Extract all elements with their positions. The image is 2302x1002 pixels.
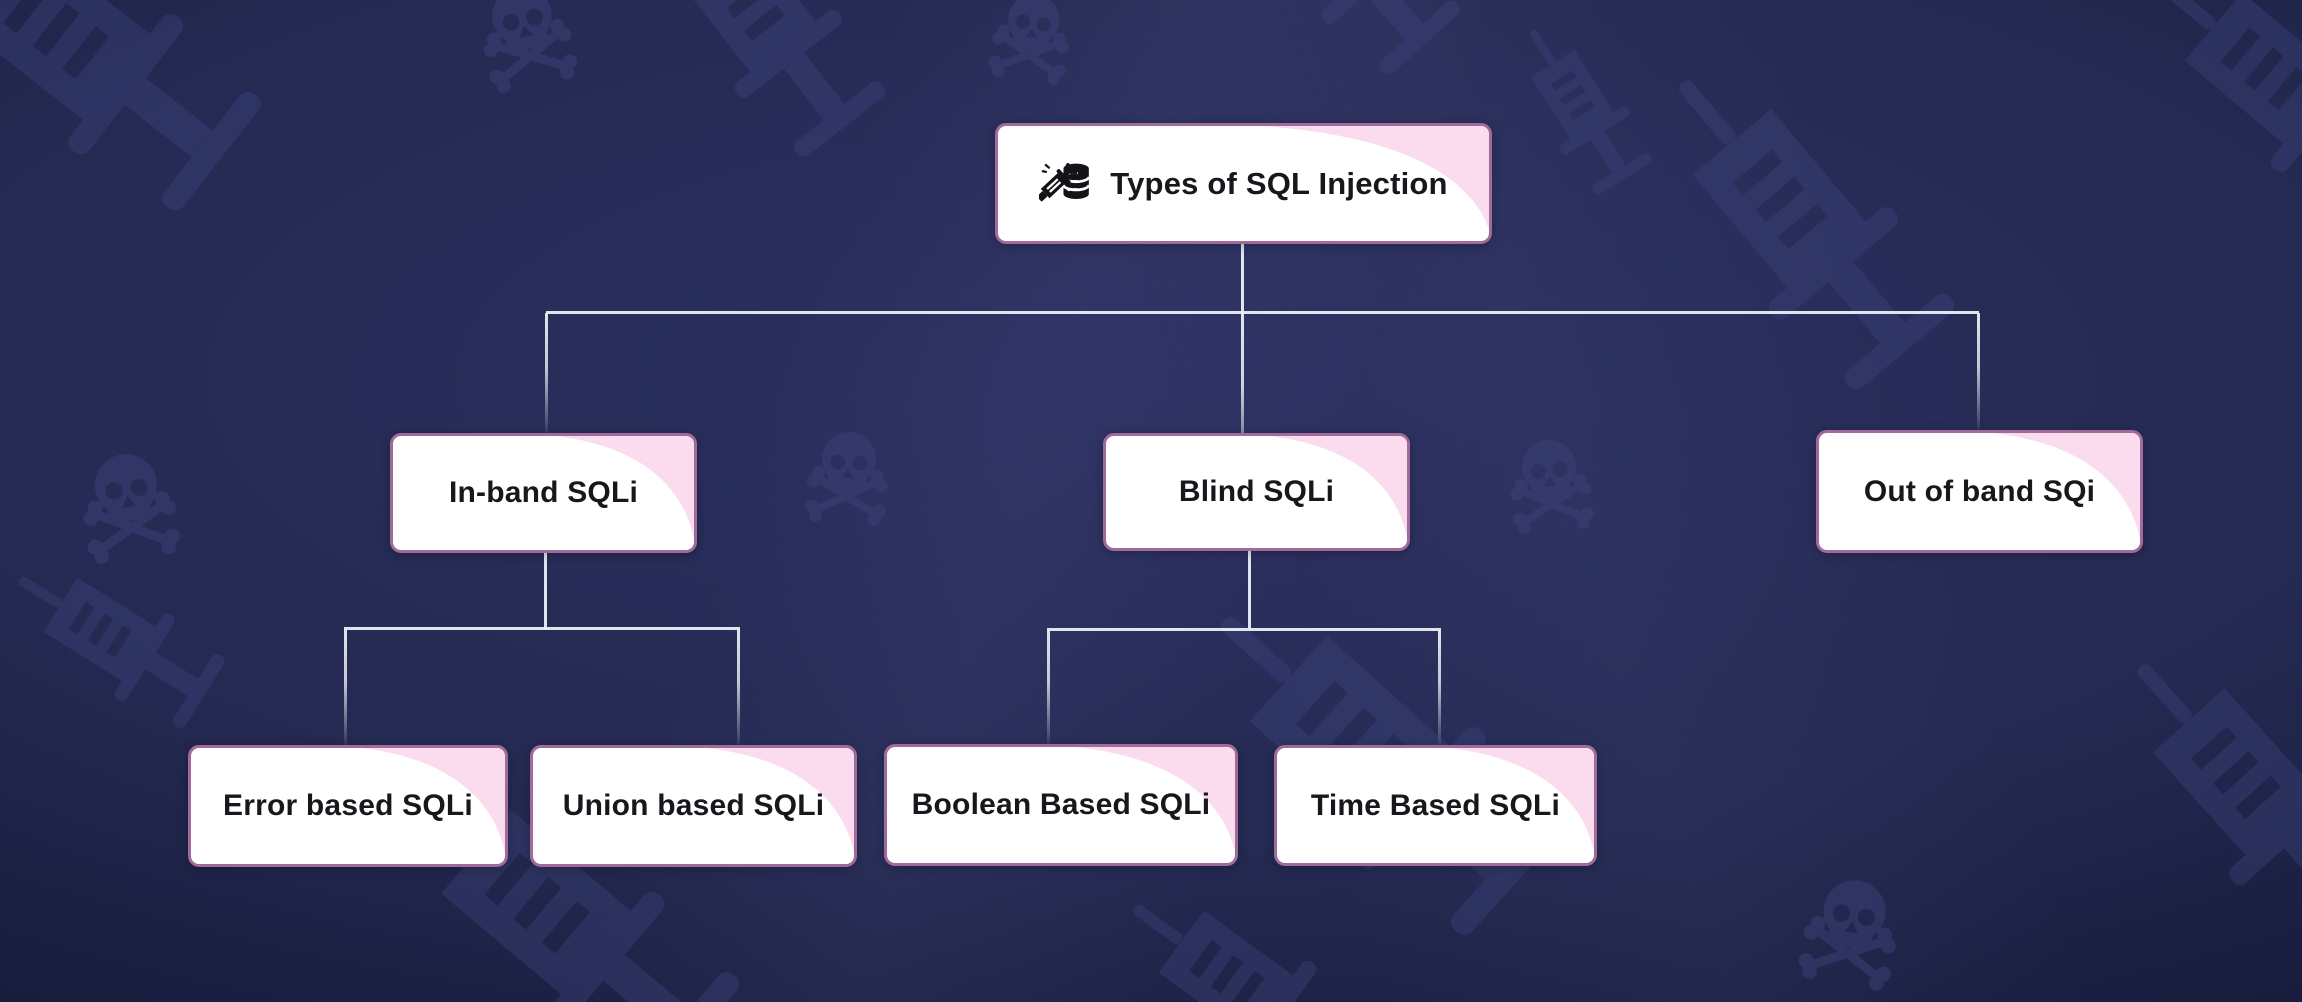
- skull-crossbones-icon: [1792, 872, 1909, 996]
- skull-crossbones-icon: [1503, 436, 1598, 538]
- skull-crossbones-icon: [72, 447, 186, 569]
- skull-crossbones-icon: [801, 429, 894, 529]
- connector-level1-bus: [546, 311, 1979, 314]
- connector-inband-stub: [544, 552, 547, 629]
- node-out-of-band-sqi: Out of band SQi: [1816, 430, 2143, 553]
- syringe-icon: [2117, 0, 2302, 234]
- node-label: In-band SQLi: [448, 476, 639, 509]
- node-in-band-sqli: In-band SQLi: [390, 433, 697, 553]
- node-types-of-sql-injection: Types of SQL Injection: [995, 123, 1492, 244]
- syringe-icon: [0, 0, 274, 226]
- connector-blind-stub: [1248, 550, 1251, 629]
- node-time-based-sqli: Time Based SQLi: [1274, 745, 1597, 866]
- connector-drop-error: [344, 629, 347, 746]
- node-error-based-sqli: Error based SQLi: [188, 745, 508, 867]
- node-blind-sqli: Blind SQLi: [1103, 433, 1410, 551]
- syringe-icon: [0, 536, 232, 738]
- connector-drop-outofband: [1977, 313, 1980, 431]
- skull-crossbones-icon: [469, 0, 584, 99]
- node-label: Time Based SQLi: [1310, 788, 1561, 822]
- syringe-icon: [1099, 858, 1382, 1002]
- connector-drop-inband: [545, 313, 548, 434]
- syringe-icon: [1498, 9, 1659, 200]
- connector-drop-blind: [1241, 313, 1244, 434]
- node-label: Union based SQLi: [562, 789, 825, 822]
- syringe-icon: [2084, 616, 2302, 960]
- node-label: Error based SQLi: [223, 789, 473, 822]
- node-label: Out of band SQi: [1863, 474, 2096, 508]
- node-union-based-sqli: Union based SQLi: [530, 745, 857, 867]
- connector-blind-bus: [1047, 628, 1441, 631]
- connector-root-stub: [1241, 243, 1244, 313]
- node-label: Blind SQLi: [1178, 475, 1335, 508]
- node-label: Types of SQL Injection: [1110, 165, 1448, 201]
- skull-crossbones-icon: [984, 0, 1078, 89]
- connector-drop-union: [737, 629, 740, 746]
- node-label: Boolean Based SQLi: [911, 788, 1211, 821]
- syringe-icon: [1205, 0, 1471, 84]
- connector-inband-bus: [344, 627, 740, 630]
- node-boolean-based-sqli: Boolean Based SQLi: [884, 744, 1238, 866]
- syringe-icon: [619, 0, 897, 167]
- syringe-icon: [1621, 31, 1968, 402]
- connector-drop-boolean: [1047, 630, 1050, 745]
- connector-drop-time: [1438, 630, 1441, 746]
- database-syringe-icon: [1039, 162, 1091, 205]
